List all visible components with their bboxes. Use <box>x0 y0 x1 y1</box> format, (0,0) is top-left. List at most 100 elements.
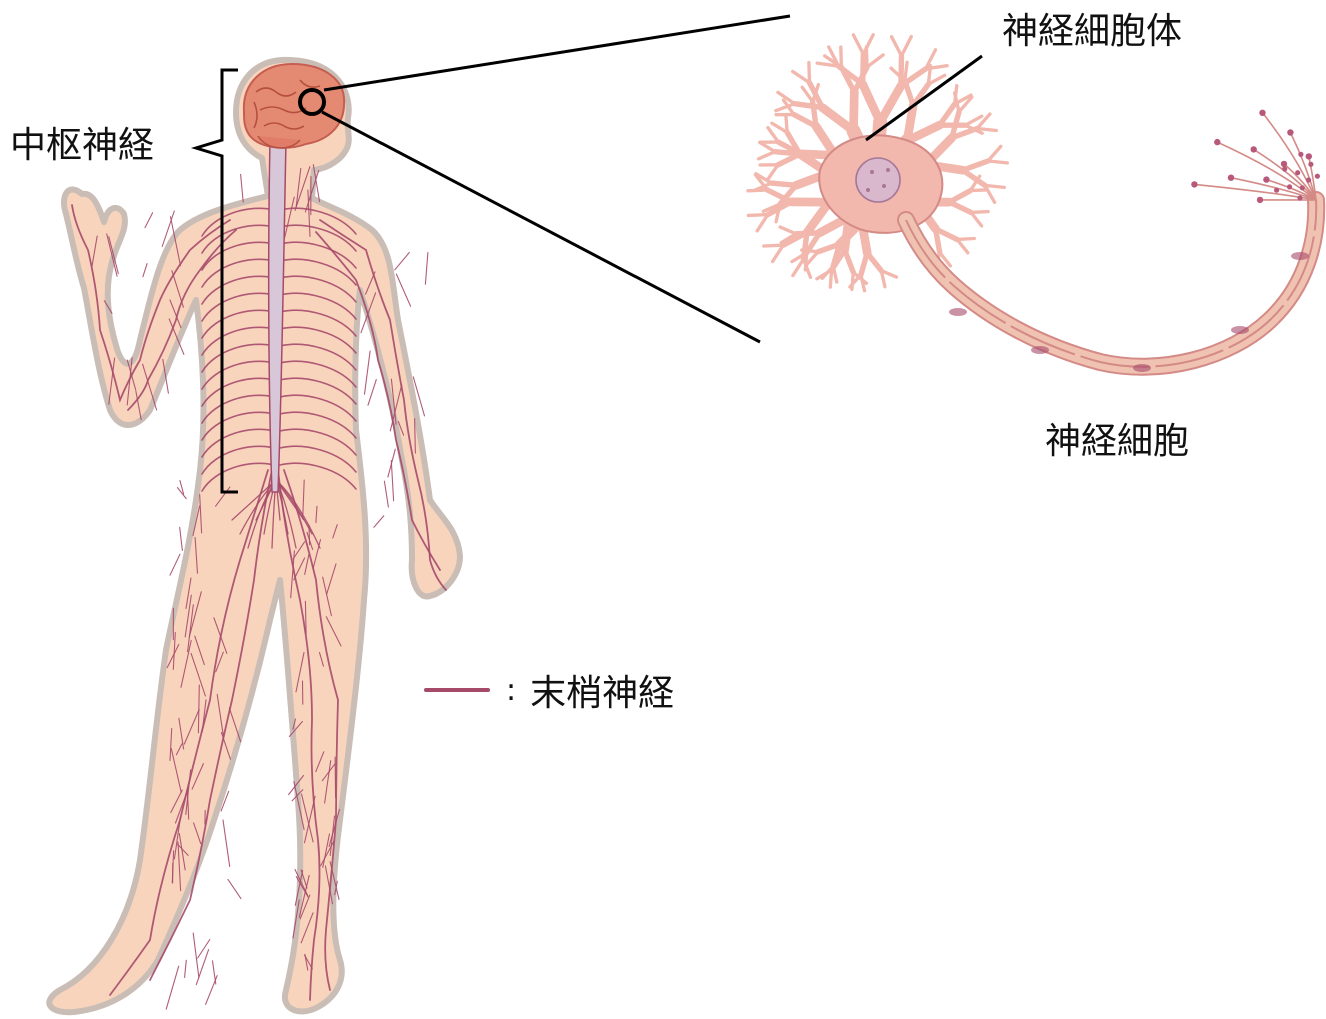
nerve-path <box>145 213 153 228</box>
label-cell-body: 神経細胞体 <box>1002 14 1182 50</box>
dendrite-branch <box>988 161 1007 163</box>
nerve-path <box>335 757 336 798</box>
dendrite-branch <box>822 108 853 131</box>
terminal-bulb <box>1298 152 1303 157</box>
dendrite-branch <box>977 129 996 131</box>
nerve-path <box>193 933 199 978</box>
terminal-bulb <box>1228 175 1234 181</box>
legend-label-peripheral-nerve: 末梢神経 <box>530 664 674 716</box>
dendrite-branch <box>985 185 1004 187</box>
dendrite-branch <box>957 239 974 240</box>
dendrite-branch <box>955 93 959 112</box>
dendrite-branch <box>905 81 913 106</box>
dendrite-branch <box>773 245 784 261</box>
schwann-nucleus <box>1031 346 1049 354</box>
dendrite-branch <box>833 266 837 282</box>
dendrite-branch <box>901 56 902 86</box>
terminal-bulb <box>1281 161 1287 167</box>
nerve-path <box>425 253 428 285</box>
terminal-bulb <box>1306 153 1312 159</box>
dendrite-branch <box>845 250 854 272</box>
terminal-bulb <box>1191 181 1197 187</box>
dendrite-branch <box>768 128 779 143</box>
label-neuron: 神経細胞 <box>1045 424 1189 460</box>
terminal-bulb <box>1306 177 1311 182</box>
nerve-path <box>206 976 218 1005</box>
legend: : 末梢神経 <box>424 664 674 716</box>
dendrite-branch <box>963 161 988 170</box>
dendrite-branch <box>988 146 1001 161</box>
human-figure-icon <box>49 60 460 1012</box>
schwann-nucleus <box>949 308 967 316</box>
body-silhouette <box>49 60 460 1012</box>
dendrite-branch <box>971 212 982 226</box>
dendrite-branch <box>780 227 796 234</box>
terminal-bulb <box>1214 139 1220 145</box>
nerve-path <box>374 516 384 528</box>
nerve-path <box>305 601 306 634</box>
nerve-path <box>166 966 179 1009</box>
terminal-bulb <box>1257 197 1263 203</box>
dendrite-branch <box>853 35 863 54</box>
label-central-nervous-system: 中枢神経 <box>10 128 154 164</box>
dendrite-branch <box>985 185 995 202</box>
terminal-bulb <box>1308 162 1313 167</box>
dendrite-branch <box>809 63 810 83</box>
dendrite-branch <box>861 253 867 275</box>
dendrite-branch <box>861 275 865 291</box>
terminal-bulb <box>1259 110 1265 116</box>
dendrite-branch <box>771 183 796 185</box>
axon-outline <box>906 200 1316 367</box>
dendrite-branch <box>892 37 902 56</box>
nerve-path <box>180 527 183 550</box>
nerve-path <box>384 481 388 507</box>
dendrite-branch <box>772 123 787 132</box>
nerve-path <box>391 461 393 501</box>
nucleus-dot <box>870 170 874 174</box>
schwann-nucleus <box>1231 326 1249 334</box>
legend-separator: : <box>506 673 516 708</box>
nerve-path <box>241 174 244 202</box>
zoom-line-top <box>324 16 790 90</box>
nerve-path <box>185 960 187 977</box>
nerve-path <box>396 274 410 306</box>
dendrite-branch <box>759 152 775 159</box>
nerve-path <box>368 380 376 406</box>
nerve-path <box>170 554 180 575</box>
dendrite-branch <box>863 35 873 54</box>
terminal-bulb <box>1297 195 1302 200</box>
terminal-bulb <box>1287 184 1292 189</box>
dendrite-branch <box>786 115 787 133</box>
dendrite-branch <box>757 215 768 231</box>
nucleus <box>856 158 900 202</box>
nerve-path <box>143 264 147 277</box>
nerve-path <box>223 820 230 867</box>
terminal-bulb <box>1282 166 1287 171</box>
neuron-icon <box>748 35 1320 372</box>
nucleus-dot <box>886 168 890 172</box>
brain-shape <box>244 64 344 148</box>
schwann-nucleus <box>1291 252 1309 260</box>
terminal-bulb <box>1251 146 1257 152</box>
dendrite-branch <box>854 92 855 131</box>
dendrite-branch <box>950 202 972 212</box>
terminal-bulb <box>1300 185 1305 190</box>
dendrite-branch <box>940 104 955 125</box>
dendrite-branch <box>863 84 880 122</box>
dendrite-branch <box>867 55 883 67</box>
nucleus-dot <box>882 184 886 188</box>
dendrite-branch <box>863 54 864 84</box>
nucleus-dot <box>866 188 870 192</box>
dendrite-branch <box>971 212 988 213</box>
nerve-path <box>365 351 371 394</box>
nerve-path <box>196 950 208 985</box>
brain-icon <box>244 64 344 148</box>
dendrite-branch <box>764 245 783 246</box>
dendrite-branch <box>867 253 881 271</box>
legend-nerve-swatch <box>424 688 490 692</box>
terminal-bulb <box>1263 176 1269 182</box>
terminal-bulb <box>1295 170 1300 175</box>
dendrite-branch <box>905 62 907 81</box>
schwann-nucleus <box>1133 364 1151 372</box>
